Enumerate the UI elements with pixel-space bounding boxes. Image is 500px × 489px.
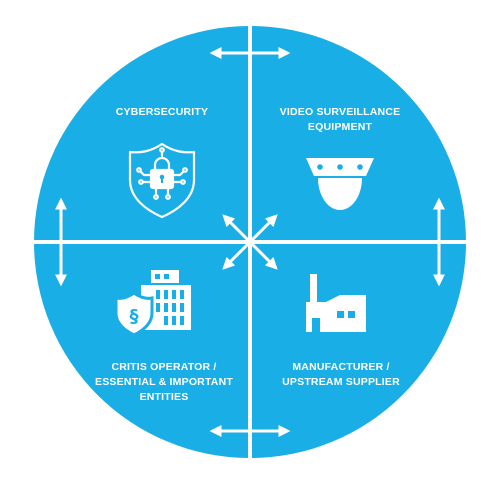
factory-icon bbox=[306, 274, 366, 332]
label-critis-operator: CRITIS OPERATOR / ESSENTIAL & IMPORTANT … bbox=[84, 360, 244, 405]
center-cross-arrows bbox=[222, 214, 278, 270]
label-critis-operator-line-1: CRITIS OPERATOR / bbox=[111, 361, 217, 373]
label-cybersecurity: CYBERSECURITY bbox=[100, 105, 224, 120]
label-critis-operator-line-3: ENTITIES bbox=[139, 391, 189, 403]
label-video-surveillance-line-2: EQUIPMENT bbox=[307, 121, 373, 133]
label-manufacturer: MANUFACTURER / UPSTREAM SUPPLIER bbox=[266, 360, 416, 390]
label-video-surveillance-line-1: VIDEO SURVEILLANCE bbox=[279, 106, 401, 118]
label-video-surveillance: VIDEO SURVEILLANCE EQUIPMENT bbox=[270, 105, 410, 135]
label-manufacturer-line-1: MANUFACTURER / bbox=[292, 361, 390, 373]
label-cybersecurity-line-1: CYBERSECURITY bbox=[115, 106, 209, 118]
shield-lock-circuit-icon bbox=[128, 142, 196, 219]
svg-text:§: § bbox=[130, 306, 139, 327]
dome-camera-icon bbox=[306, 158, 374, 210]
building-paragraph-shield-icon: § bbox=[114, 270, 191, 337]
label-critis-operator-line-2: ESSENTIAL & IMPORTANT bbox=[95, 376, 233, 388]
label-manufacturer-line-2: UPSTREAM SUPPLIER bbox=[282, 376, 400, 388]
